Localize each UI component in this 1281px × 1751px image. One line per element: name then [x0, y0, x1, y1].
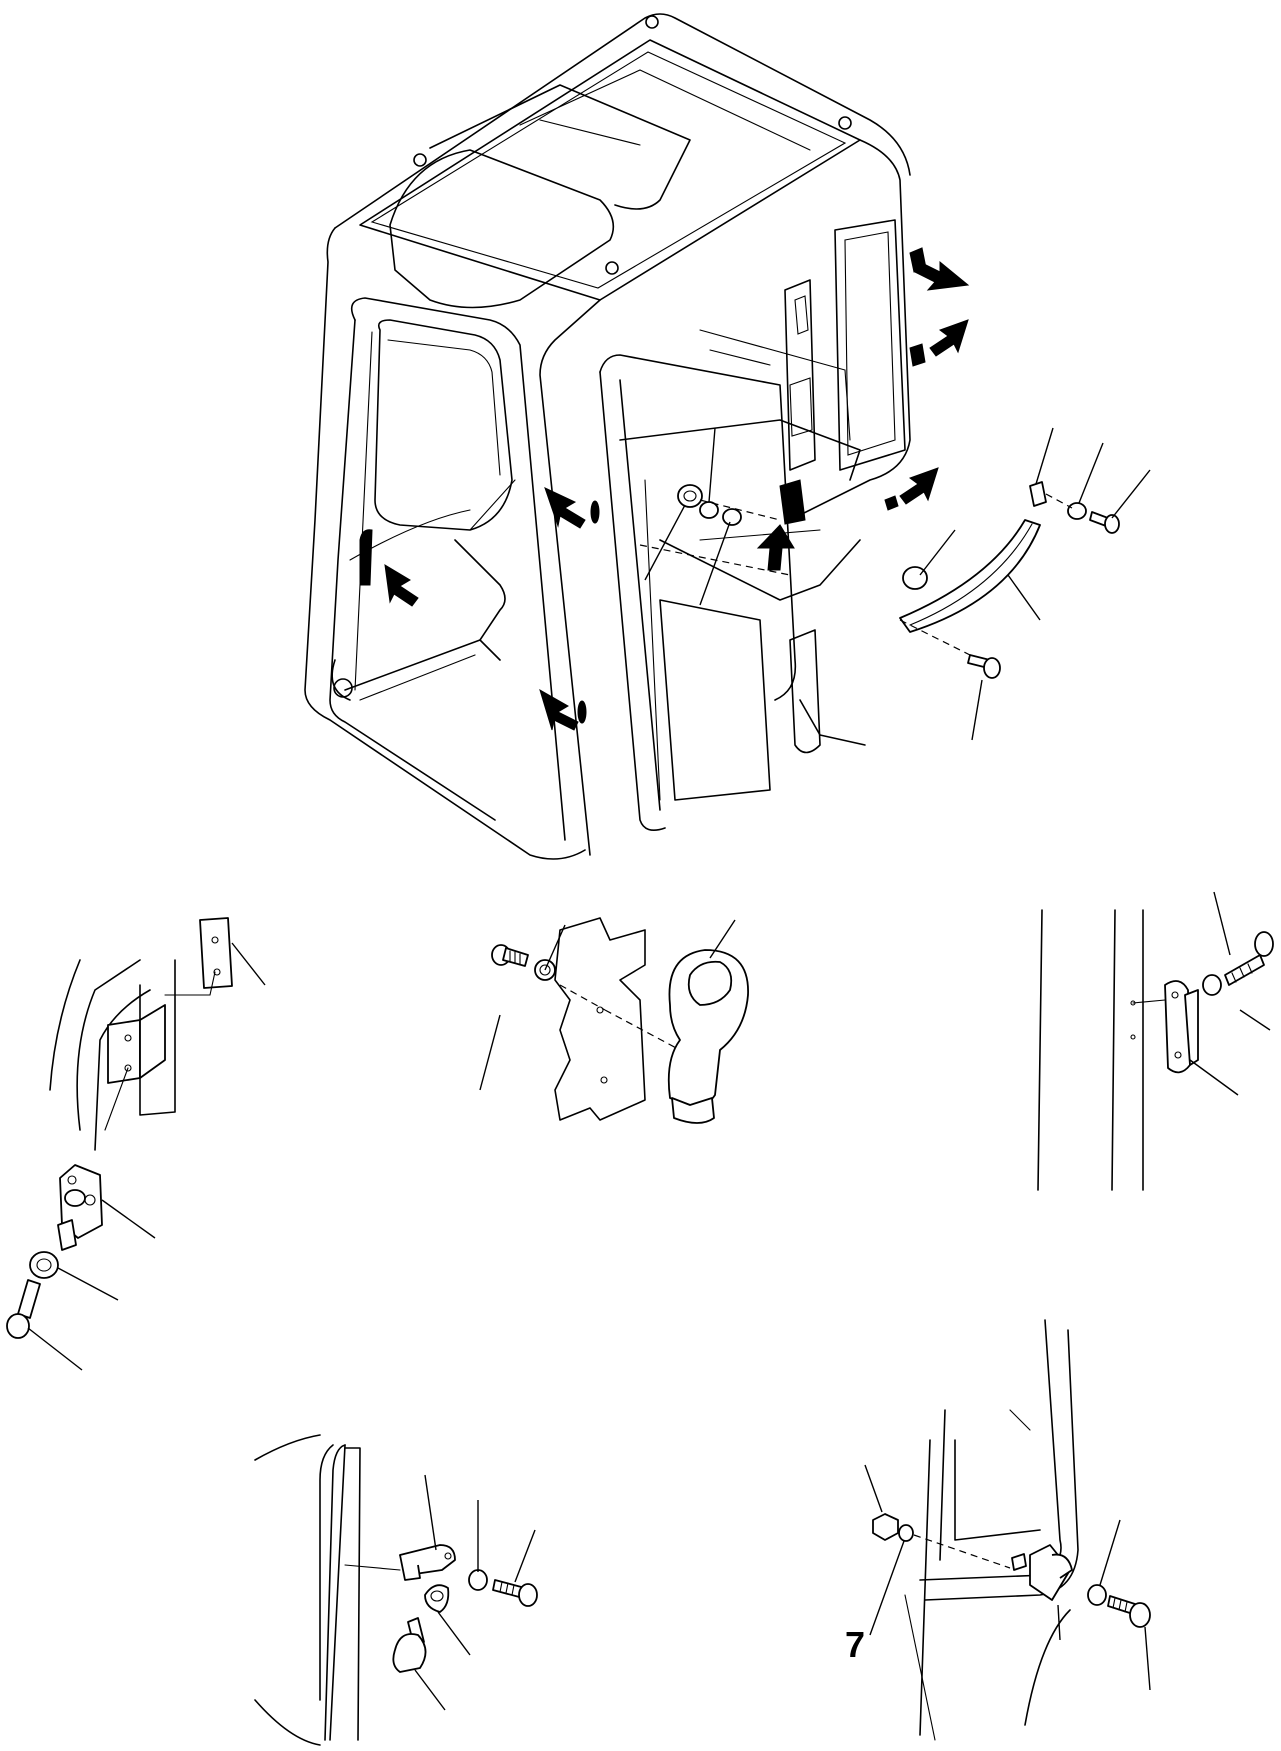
detail-handle-knob — [479, 917, 749, 1124]
callout-7: 7 — [845, 1624, 865, 1665]
cab-hardware — [639, 427, 1151, 741]
detail-door-hinge — [6, 917, 266, 1371]
cab-frame — [304, 13, 911, 860]
detail-door-stopper — [1037, 891, 1274, 1191]
location-arrows — [359, 247, 970, 731]
detail-striker — [254, 1434, 538, 1746]
detail-door-latch — [864, 1319, 1151, 1741]
